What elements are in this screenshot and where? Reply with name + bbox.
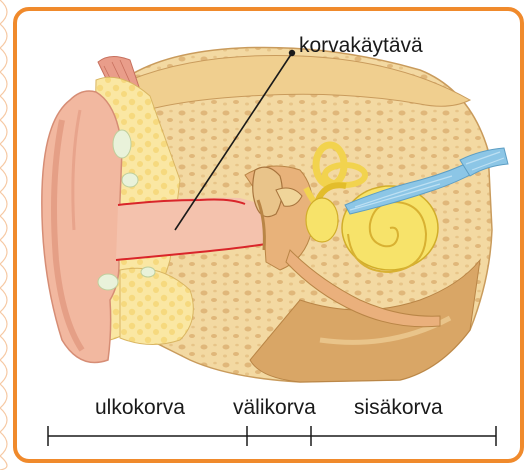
inner-ear-label: sisäkorva (354, 397, 443, 418)
middle-ear-label: välikorva (233, 397, 316, 418)
vestibule (306, 198, 338, 242)
ear-canal-label: korvakäytävä (299, 35, 423, 56)
outer-ear-label: ulkokorva (95, 397, 185, 418)
